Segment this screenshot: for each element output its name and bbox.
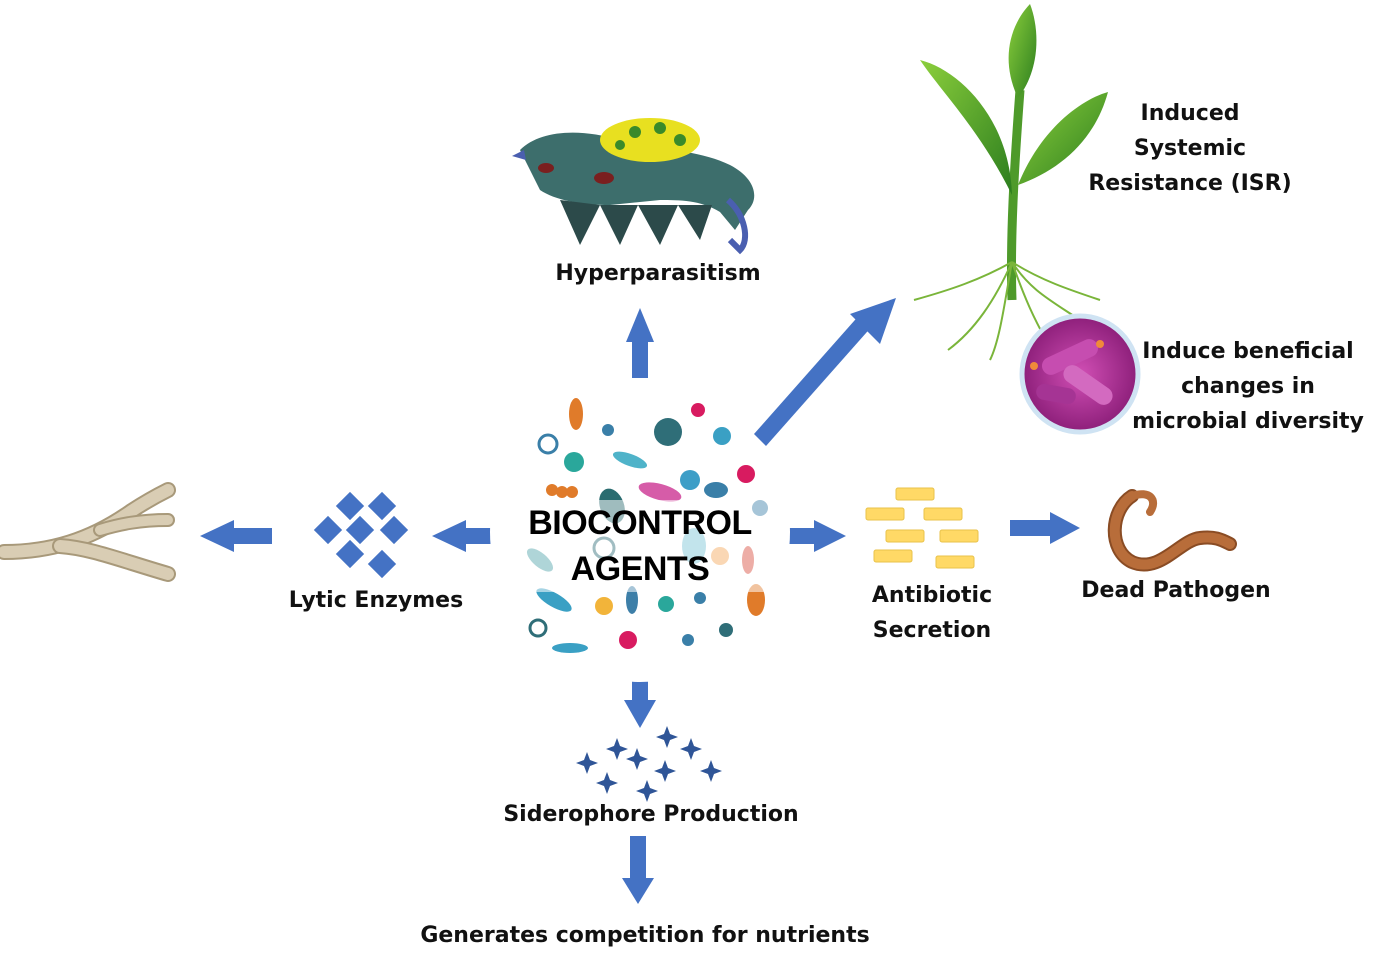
worm-pathogen-icon bbox=[1107, 489, 1237, 572]
label-isr-line2: Systemic bbox=[1133, 136, 1247, 161]
label-hyperparasitism: Hyperparasitism bbox=[555, 261, 761, 286]
microbe-disc-icon bbox=[1019, 313, 1141, 435]
antibiotic-bars-icon bbox=[865, 487, 979, 569]
label-antibiotic-secretion: Antibiotic Secretion bbox=[852, 578, 1012, 648]
label-siderophore-production: Siderophore Production bbox=[503, 802, 799, 827]
arrow-right-dead bbox=[1010, 512, 1080, 544]
arrow-left-hyphae bbox=[200, 520, 272, 552]
label-isr-line1: Induced bbox=[1140, 101, 1240, 126]
label-isr: Induced Systemic Resistance (ISR) bbox=[1080, 96, 1300, 201]
center-title-line1: BIOCONTROL bbox=[500, 500, 780, 546]
fungal-hyphae-icon bbox=[0, 482, 176, 582]
label-lytic-enzymes: Lytic Enzymes bbox=[288, 588, 464, 613]
label-microbial-line1: Induce beneficial bbox=[1142, 339, 1354, 364]
label-antibiotic-line2: Secretion bbox=[872, 618, 992, 643]
label-dead-pathogen: Dead Pathogen bbox=[1081, 578, 1271, 603]
plant-seedling-icon bbox=[913, 4, 1108, 361]
label-microbial-line3: microbial diversity bbox=[1132, 409, 1364, 434]
label-nutrient-competition: Generates competition for nutrients bbox=[420, 923, 870, 948]
siderophore-stars-icon bbox=[576, 726, 722, 802]
label-microbial-line2: changes in bbox=[1181, 374, 1315, 399]
label-antibiotic-line1: Antibiotic bbox=[871, 583, 993, 608]
hyperparasite-icon bbox=[512, 118, 755, 255]
arrow-up bbox=[626, 308, 654, 378]
center-title-line2: AGENTS bbox=[500, 546, 780, 592]
arrow-down-competition bbox=[622, 836, 654, 904]
center-title: BIOCONTROL AGENTS bbox=[500, 500, 780, 592]
lytic-enzyme-icon bbox=[313, 491, 409, 579]
arrow-diagonal-isr bbox=[754, 298, 896, 446]
label-microbial-diversity: Induce beneficial changes in microbial d… bbox=[1132, 334, 1364, 439]
label-isr-line3: Resistance (ISR) bbox=[1088, 171, 1292, 196]
